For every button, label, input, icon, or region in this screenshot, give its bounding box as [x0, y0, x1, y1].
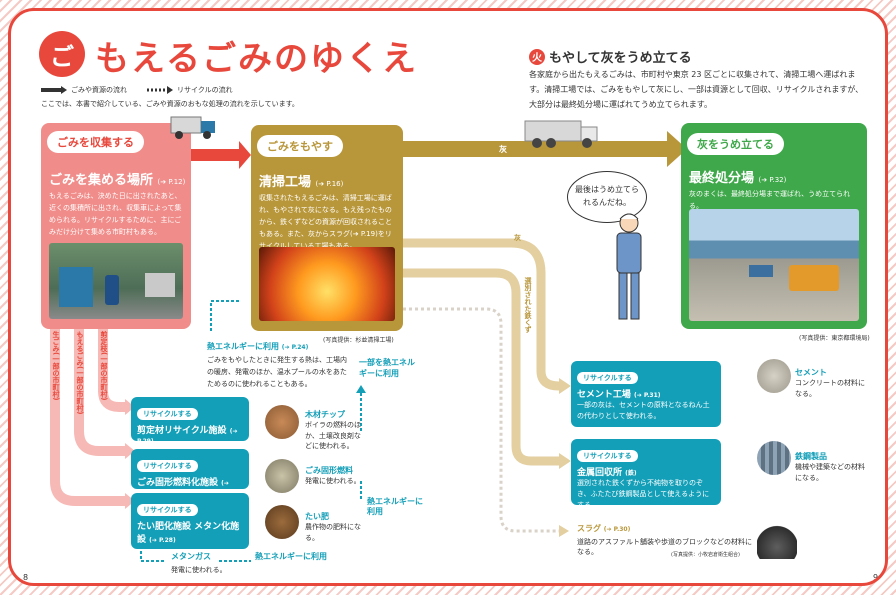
recycle-tag: リサイクルする	[137, 408, 198, 420]
metal-info: 鉄鋼製品 機械や建築などの材料になる。	[795, 452, 865, 482]
methane-desc: 発電に使われる。	[171, 566, 227, 574]
wood-chip-photo	[265, 405, 299, 439]
burn-section-title: もやして灰をうめ立てる	[549, 51, 692, 66]
collect-desc: もえるごみは、決めた日に出されたあと、近くの集積所に出され、収集車によって集めら…	[49, 192, 182, 236]
ash-flow-label: 灰	[499, 145, 507, 154]
cement-desc: 一部の灰は、セメントの原料となるねん土の代わりとして使われる。	[577, 401, 710, 421]
kitchen-waste-label: 生ごみ(一部の市町村)	[52, 331, 60, 401]
compost-photo	[265, 505, 299, 539]
separated-iron-label: 選別された鉄くず	[524, 277, 532, 333]
recycle-tag: リサイクルする	[577, 372, 638, 384]
metal-name: 金属回収所 (鉄)	[577, 468, 637, 478]
heat-energy-desc: ごみをもやしたときに発生する熱は、工場内の暖房、発電のほか、温水プールの水をあた…	[207, 356, 347, 388]
landfill-desc: 灰のまくは、最終処分場まで運ばれ、うめ立てられる。	[689, 190, 851, 210]
compost-heat-label: 熱エネルギーに利用	[367, 497, 423, 517]
rdf-photo	[265, 459, 299, 493]
wood-chip-info: 木材チップ ボイラの燃料のほか、土壌改良剤などに使われる。	[305, 410, 361, 450]
slag-desc: 道路のアスファルト舗装や歩道のブロックなどの材料になる。	[577, 538, 752, 556]
recycle-name: たい肥化施設 メタン化施設 (➔ P.28)	[137, 522, 240, 545]
slag-photo	[757, 519, 797, 559]
burn-desc: 収集されたもえるごみは、清掃工場に運ばれ、もやされて灰になる。もえ残ったものから…	[259, 194, 392, 250]
main-flow-arrow-icon	[41, 86, 67, 94]
landfill-place: 最終処分場 (➔ P.32)	[689, 171, 787, 186]
rdf-info: ごみ固形燃料 発電に使われる。	[305, 466, 361, 485]
cement-box: リサイクルする セメント工場 (➔ P.31) 一部の灰は、セメントの原料となる…	[571, 361, 721, 427]
collect-tag: ごみを収集する	[47, 131, 144, 153]
recycle-tag: リサイクルする	[137, 460, 198, 472]
landfill-photo	[689, 209, 859, 321]
legend-recycle-flow: リサイクルの流れ	[177, 86, 233, 94]
garbage-truck-icon	[170, 116, 215, 139]
legend: ごみや資源の流れ リサイクルの流れ	[41, 85, 233, 95]
page-frame: ご もえるごみのゆくえ ごみや資源の流れ リサイクルの流れ ここでは、本書で紹介…	[8, 8, 888, 586]
recycle-name: 剪定材リサイクル施設 (➔ P.29)	[137, 426, 238, 445]
burnable-waste-label: もえるごみ(一部の市町村)	[76, 331, 84, 415]
methane-label: メタンガス	[171, 552, 211, 561]
metal-box: リサイクルする 金属回収所 (鉄) 選別された鉄くずから不純物を取りのぞき、ふた…	[571, 439, 721, 509]
recycle-flow-arrow-icon	[147, 86, 173, 94]
burn-photo-credit: (写真提供：杉並清掃工場)	[323, 337, 394, 344]
pruned-wood-label: 剪定枝(一部の市町村)	[100, 331, 108, 401]
speech-bubble: 最後はうめ立てられるんだね。	[567, 171, 647, 223]
furnace-fire-photo	[259, 247, 395, 321]
flow-arrows	[50, 131, 687, 562]
cement-photo	[757, 359, 791, 393]
partial-heat-label: 一部を熱エネルギーに利用	[359, 358, 415, 379]
heat-energy-title: 熱エネルギーに利用 (➔ P.24)	[207, 342, 309, 351]
page-number-right: 9	[873, 573, 879, 582]
collect-box: ごみを収集する ごみを集める場所 (➔ P.12) もえるごみは、決めた日に出さ…	[41, 123, 191, 329]
slag-credit: (写真提供：小牧岩倉衛生組合)	[671, 552, 740, 558]
worker-illustration	[616, 213, 642, 320]
recycle-tag: リサイクルする	[137, 504, 198, 516]
landfill-photo-credit: (写真提供：東京都環境局)	[799, 335, 870, 342]
burn-place: 清掃工場 (➔ P.16)	[259, 175, 344, 190]
cement-info: セメント コンクリートの材料になる。	[795, 368, 865, 398]
fire-icon: 火	[529, 48, 545, 65]
recycle-box-wood: リサイクルする 剪定材リサイクル施設 (➔ P.29)	[131, 397, 249, 445]
ash-recycle-label: 灰	[514, 234, 521, 242]
compost-info: たい肥 農作物の肥料になる。	[305, 512, 361, 542]
collect-flow-label: もえるごみ	[193, 138, 228, 146]
recycle-tag: リサイクルする	[577, 450, 638, 462]
collect-photo	[49, 243, 183, 319]
legend-main-flow: ごみや資源の流れ	[71, 86, 127, 94]
methane-heat-label: 熱エネルギーに利用	[255, 552, 327, 561]
metal-desc: 選別された鉄くずから不純物を取りのぞき、ふたたび鉄鋼製品として使えるようにする。	[577, 479, 710, 510]
burn-section-body: 各家庭から出たもえるごみは、市町村や東京 23 区ごとに収集されて、清掃工場へ運…	[529, 70, 864, 110]
slag-title: スラグ (➔ P.30)	[577, 524, 631, 533]
cement-name: セメント工場 (➔ P.31)	[577, 390, 661, 400]
landfill-box: 灰をうめ立てる 最終処分場 (➔ P.32) 灰のまくは、最終処分場まで運ばれ、…	[681, 123, 867, 329]
dump-truck-icon	[524, 120, 598, 148]
page-number-left: 8	[23, 573, 29, 582]
collect-place: ごみを集める場所 (➔ P.12)	[49, 173, 186, 188]
landfill-tag: 灰をうめ立てる	[687, 133, 784, 155]
bag-logo-icon: ご	[39, 31, 85, 77]
recycle-box-compost: リサイクルする たい肥化施設 メタン化施設 (➔ P.28)	[131, 493, 249, 549]
intro-text: ここでは、本書で紹介している、ごみや資源のおもな処理の流れを示しています。	[41, 100, 299, 108]
page-title: もえるごみのゆくえ	[95, 39, 418, 79]
recycle-box-rdf: リサイクルする ごみ固形燃料化施設 (➔ P.29)	[131, 449, 249, 497]
burn-section-heading: 火 もやして灰をうめ立てる	[529, 47, 692, 66]
burn-tag: ごみをもやす	[257, 135, 343, 157]
burn-box: ごみをもやす 清掃工場 (➔ P.16) 収集されたもえるごみは、清掃工場に運ば…	[251, 125, 403, 331]
steel-product-photo	[757, 441, 791, 475]
